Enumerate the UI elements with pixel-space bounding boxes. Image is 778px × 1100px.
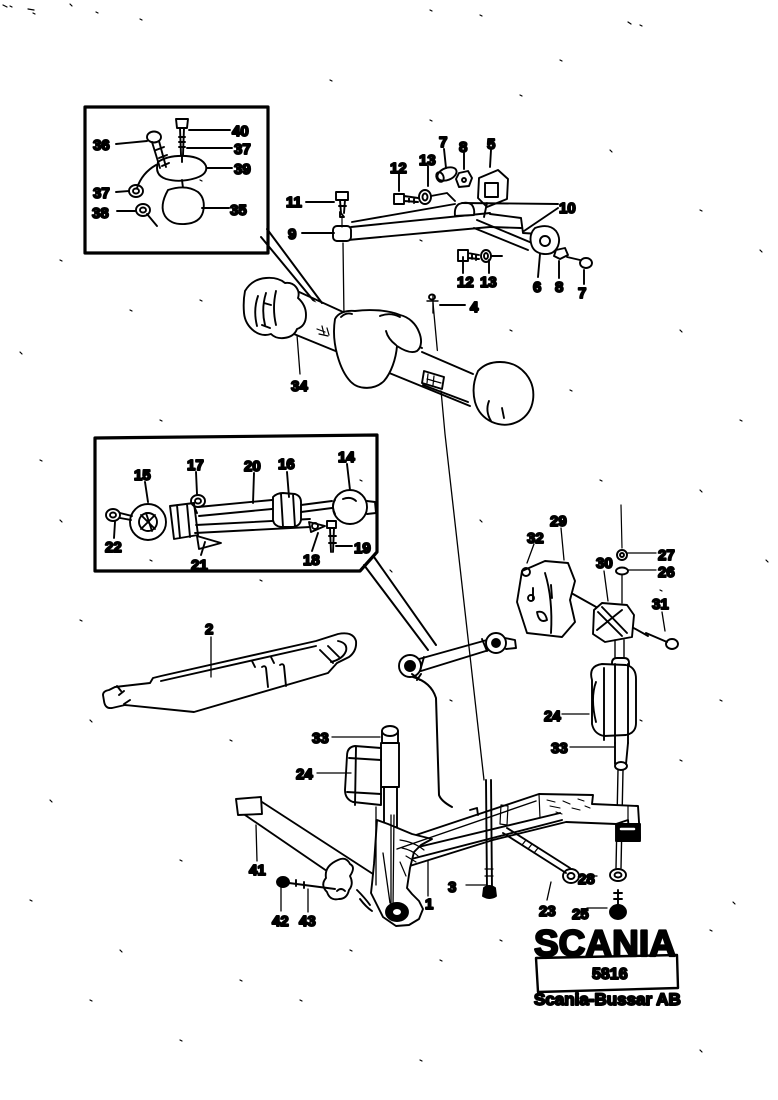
svg-text:12: 12 — [457, 274, 474, 291]
svg-text:15: 15 — [134, 467, 151, 484]
svg-text:33: 33 — [551, 740, 568, 757]
svg-text:5: 5 — [487, 136, 495, 153]
svg-text:32: 32 — [527, 530, 544, 547]
svg-text:24: 24 — [296, 766, 313, 783]
svg-text:13: 13 — [419, 152, 436, 169]
svg-text:33: 33 — [312, 730, 329, 747]
svg-text:2: 2 — [205, 621, 213, 638]
svg-text:24: 24 — [544, 708, 561, 725]
svg-text:35: 35 — [230, 202, 247, 219]
svg-text:20: 20 — [244, 458, 261, 475]
svg-text:Scania-Bussar AB: Scania-Bussar AB — [534, 990, 681, 1009]
svg-text:22: 22 — [105, 539, 122, 556]
svg-text:7: 7 — [439, 134, 447, 151]
svg-text:4: 4 — [470, 299, 479, 316]
svg-text:5816: 5816 — [592, 966, 628, 983]
svg-text:38: 38 — [92, 205, 109, 222]
svg-text:36: 36 — [93, 137, 110, 154]
svg-text:12: 12 — [390, 160, 407, 177]
svg-text:23: 23 — [539, 903, 556, 920]
svg-text:17: 17 — [187, 457, 204, 474]
svg-text:16: 16 — [278, 456, 295, 473]
svg-text:27: 27 — [658, 547, 675, 564]
svg-text:6: 6 — [533, 279, 541, 296]
svg-text:8: 8 — [459, 139, 467, 156]
svg-text:25: 25 — [572, 906, 589, 923]
svg-text:21: 21 — [191, 557, 208, 574]
svg-text:9: 9 — [288, 226, 296, 243]
svg-text:30: 30 — [596, 555, 613, 572]
svg-text:1: 1 — [425, 896, 433, 913]
svg-text:42: 42 — [272, 913, 289, 930]
svg-text:37: 37 — [93, 185, 110, 202]
svg-text:37: 37 — [234, 141, 251, 158]
svg-text:39: 39 — [234, 161, 251, 178]
svg-text:29: 29 — [550, 513, 567, 530]
svg-text:3: 3 — [448, 879, 456, 896]
svg-text:26: 26 — [658, 564, 675, 581]
svg-text:43: 43 — [299, 913, 316, 930]
svg-text:7: 7 — [578, 285, 586, 302]
svg-text:28: 28 — [578, 871, 595, 888]
svg-text:11: 11 — [286, 194, 302, 211]
svg-text:13: 13 — [480, 274, 497, 291]
svg-text:34: 34 — [291, 378, 308, 395]
svg-text:40: 40 — [232, 123, 249, 140]
svg-text:8: 8 — [555, 279, 563, 296]
svg-text:14: 14 — [338, 449, 355, 466]
svg-text:31: 31 — [652, 596, 669, 613]
svg-text:41: 41 — [249, 862, 266, 879]
svg-text:18: 18 — [303, 552, 320, 569]
svg-text:10: 10 — [559, 200, 576, 217]
svg-text:19: 19 — [354, 540, 371, 557]
